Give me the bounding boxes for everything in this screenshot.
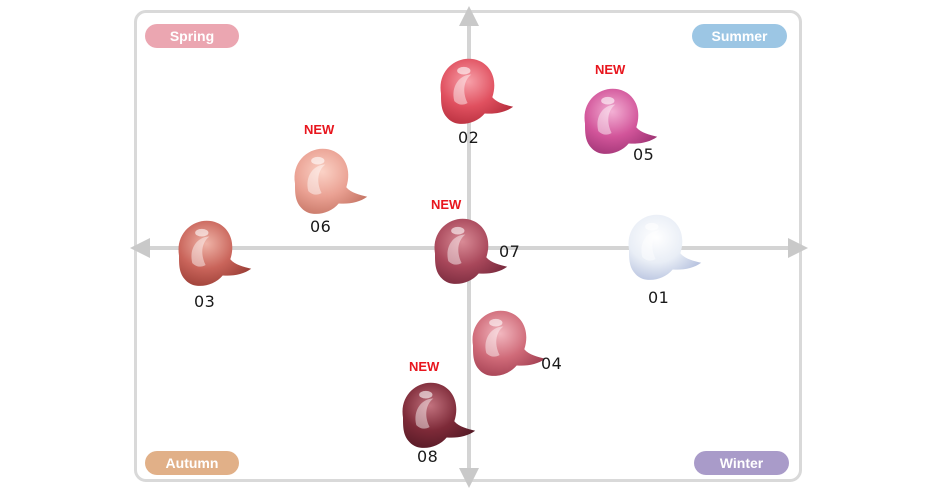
gloss-highlight [191,236,210,267]
gloss-blob [628,214,702,280]
swatch-02[interactable] [422,46,517,141]
season-winter: Winter [694,451,789,475]
gloss-blob [472,310,546,376]
gloss-blob [434,218,508,284]
shade-code-08: 08 [417,447,439,466]
gloss-blob [178,220,252,286]
gloss-shine [489,318,503,327]
gloss-highlight [453,74,472,105]
gloss-blob [440,58,514,124]
gloss-shine [419,390,433,399]
gloss-blob [584,88,658,154]
swatch-06[interactable] [276,136,371,231]
gloss-blob [402,382,476,448]
season-summer: Summer [692,24,787,48]
gloss-highlight [307,164,326,195]
shade-code-01: 01 [648,288,670,307]
gloss-highlight [415,398,434,429]
swatch-05[interactable] [566,76,661,171]
new-badge-06: NEW [304,122,335,137]
gloss-shine [311,156,325,165]
gloss-shine [457,66,471,75]
shade-code-03: 03 [194,292,216,311]
gloss-shine [195,228,209,237]
swatch-07[interactable] [416,206,511,301]
gloss-highlight [447,234,466,265]
shade-code-07: 07 [499,242,521,261]
gloss-blob [294,148,368,214]
shade-code-02: 02 [458,128,480,147]
new-badge-08: NEW [409,359,440,374]
swatch-08[interactable] [384,370,479,465]
gloss-shine [645,222,659,231]
gloss-shine [601,96,615,105]
new-badge-07: NEW [431,197,462,212]
new-badge-05: NEW [595,62,626,77]
swatch-03[interactable] [160,208,255,303]
gloss-highlight [597,104,616,135]
swatch-04[interactable] [454,298,549,393]
swatch-01[interactable] [610,202,705,297]
season-spring: Spring [145,24,239,48]
shade-code-05: 05 [633,145,655,164]
gloss-highlight [641,230,660,261]
season-autumn: Autumn [145,451,239,475]
gloss-highlight [485,326,504,357]
shade-code-06: 06 [310,217,332,236]
shade-code-04: 04 [541,354,563,373]
gloss-shine [451,226,465,235]
